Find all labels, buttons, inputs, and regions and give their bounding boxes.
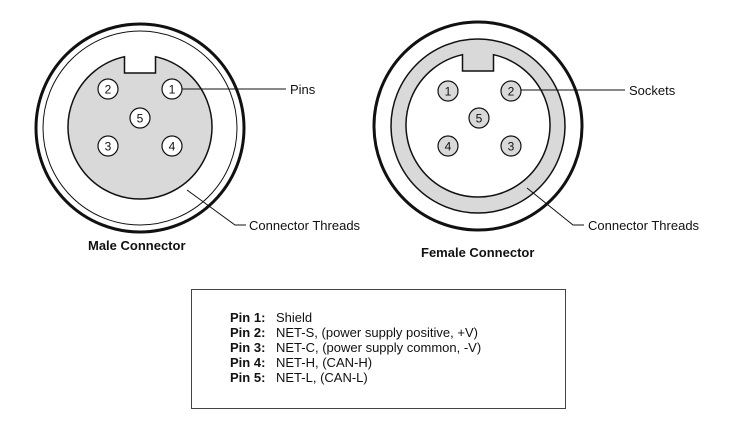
male-connector-caption: Male Connector <box>88 238 186 253</box>
male-pin-4-label: 4 <box>169 140 176 154</box>
female-socket-3-label: 3 <box>508 140 515 154</box>
legend-desc: Shield <box>276 310 313 325</box>
pin-assignment-legend: Pin 1: Shield Pin 2: NET-S, (power supply … <box>191 289 566 409</box>
male-threads-callout: Connector Threads <box>249 218 361 233</box>
female-socket-2 <box>500 80 522 102</box>
legend-row-pin-3: Pin 3: NET-C, (power supply common, -V) <box>230 340 481 355</box>
male-pin-5 <box>129 107 151 129</box>
male-pin-2 <box>97 78 119 100</box>
male-pin-3-label: 3 <box>105 140 112 154</box>
legend-row-pin-1: Pin 1: Shield <box>230 310 481 325</box>
legend-desc: NET-C, (power supply common, -V) <box>276 340 482 355</box>
male-connector: 2 1 5 3 4 Pins Connector Threads Male Co… <box>34 22 361 253</box>
legend-row-pin-2: Pin 2: NET-S, (power supply positive, +V) <box>230 325 481 340</box>
legend-row-pin-5: Pin 5: NET-L, (CAN-L) <box>230 370 481 385</box>
male-pin-2-label: 2 <box>105 83 112 97</box>
legend-pin-word: Pin 3: <box>230 340 266 355</box>
female-socket-4-label: 4 <box>445 140 452 154</box>
male-pin-4 <box>161 135 183 157</box>
male-pin-5-label: 5 <box>137 112 144 126</box>
legend-pin-word: Pin 4: <box>230 355 266 370</box>
legend-desc: NET-L, (CAN-L) <box>276 370 368 385</box>
male-pins-callout: Pins <box>290 82 316 97</box>
male-pin-3 <box>97 135 119 157</box>
legend-desc: NET-H, (CAN-H) <box>276 355 373 370</box>
legend-list: Pin 1: Shield Pin 2: NET-S, (power supply … <box>230 310 481 385</box>
female-socket-5 <box>468 107 490 129</box>
female-socket-3 <box>500 135 522 157</box>
male-threads-leader <box>186 189 246 226</box>
legend-pin-word: Pin 5: <box>230 370 266 385</box>
legend-row-pin-4: Pin 4: NET-H, (CAN-H) <box>230 355 481 370</box>
female-socket-2-label: 2 <box>508 85 515 99</box>
female-socket-1-label: 1 <box>445 85 452 99</box>
female-connector-caption: Female Connector <box>421 245 534 260</box>
female-connector: 1 2 5 4 3 Sockets Connector Threads Fema… <box>372 20 700 260</box>
female-threads-leader <box>526 187 584 226</box>
female-socket-1 <box>437 80 459 102</box>
male-thread-ring <box>42 30 238 226</box>
legend-pin-word: Pin 1: <box>230 310 266 325</box>
legend-desc: NET-S, (power supply positive, +V) <box>276 325 478 340</box>
legend-pin-word: Pin 2: <box>230 325 266 340</box>
female-socket-4 <box>437 135 459 157</box>
female-sockets-callout: Sockets <box>629 83 676 98</box>
female-socket-5-label: 5 <box>476 112 483 126</box>
female-threads-callout: Connector Threads <box>588 218 700 233</box>
male-pin-1-label: 1 <box>169 83 176 97</box>
